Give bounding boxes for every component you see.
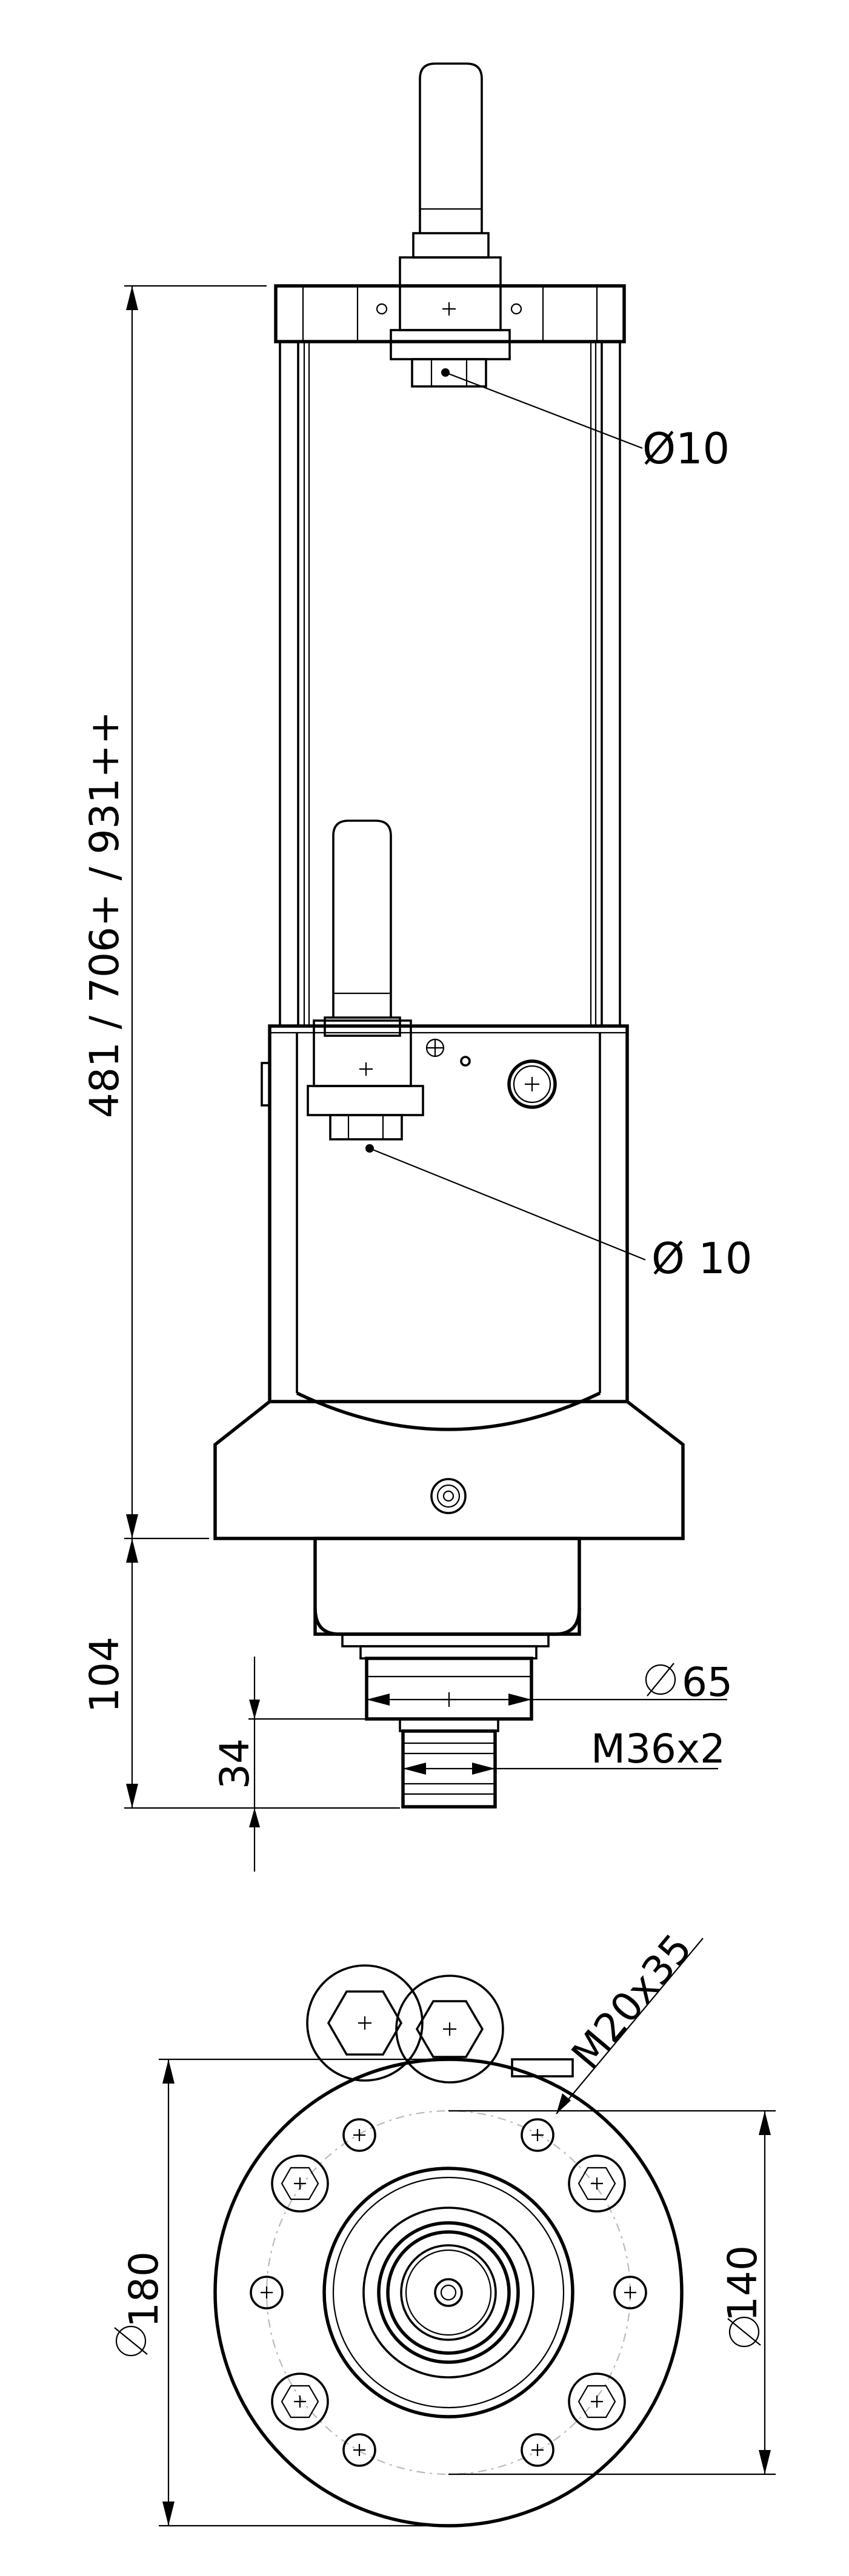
- center-bore: [322, 2167, 574, 2419]
- mid-fitting-dia-label: Ø 10: [651, 1234, 752, 1283]
- flange-diameter-dimension: 180: [114, 2058, 448, 2527]
- thread-label: M36x2: [591, 1726, 725, 1772]
- height-lower-label: 104: [81, 1637, 128, 1713]
- hex-bolts: [271, 2154, 626, 2431]
- diameter-symbol-icon: [727, 2316, 761, 2348]
- side-view: 481 / 706+ / 931++ 104 34 65: [81, 62, 752, 1872]
- main-body: [261, 1024, 629, 1431]
- thread-dimension: M36x2: [403, 1726, 725, 1775]
- top-hex-fittings: [306, 1964, 574, 2084]
- top-fitting-leader: Ø10: [445, 371, 730, 474]
- mount-thread-label: M20x35: [562, 1925, 701, 2078]
- height-dimension: 481 / 706+ / 931++ 104: [81, 285, 400, 1809]
- mid-fitting: [307, 819, 424, 1153]
- flange-diameter-label: 180: [121, 2251, 167, 2328]
- top-cap: [274, 284, 626, 343]
- lower-spindle: [313, 1537, 581, 1809]
- top-fitting-dia-label: Ø10: [642, 424, 730, 474]
- bolt-circle-label: 140: [719, 2245, 766, 2322]
- collar-diameter-label: 65: [682, 1659, 733, 1706]
- top-fitting: [390, 62, 511, 388]
- height-thread-label: 34: [211, 1738, 258, 1789]
- diameter-symbol-icon: [114, 2325, 148, 2357]
- bolt-circle-dimension: 140: [448, 2110, 776, 2475]
- diameter-symbol-icon: [645, 1663, 676, 1697]
- collar-diameter-dimension: 65: [367, 1659, 733, 1706]
- mount-thread-leader: M20x35: [556, 1925, 704, 2114]
- bolt-holes: [250, 2118, 647, 2467]
- bottom-view: 180 140 M20x35: [114, 1925, 776, 2528]
- flange-base: [213, 1400, 685, 1540]
- thread-length-dimension: 34: [211, 1657, 400, 1872]
- height-main-label: 481 / 706+ / 931++: [81, 711, 128, 1118]
- flange-outline: [213, 2058, 684, 2528]
- mid-fitting-leader: Ø 10: [369, 1147, 752, 1283]
- cylinder-walls: [279, 340, 621, 1027]
